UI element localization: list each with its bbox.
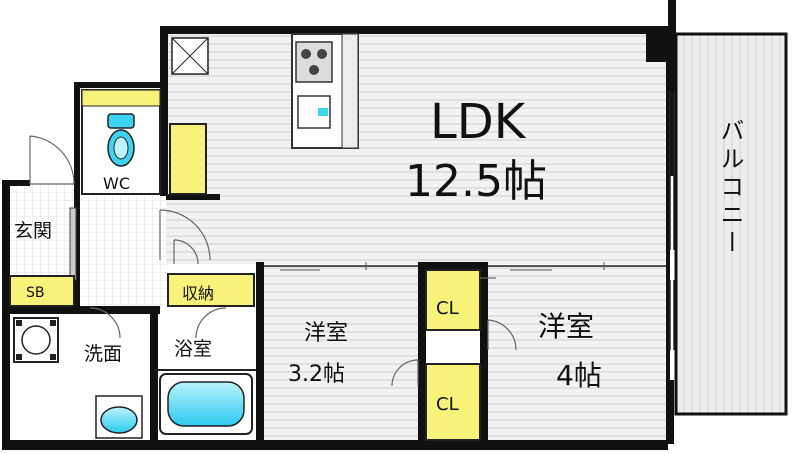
washing-machine-icon xyxy=(13,317,59,363)
ldk-room xyxy=(166,34,666,264)
balcony-label: バルコニー xyxy=(716,118,744,258)
entrance-step xyxy=(69,207,77,281)
western-room-2-floor xyxy=(486,266,666,440)
western-room-2-size-label: 4帖 xyxy=(556,359,602,392)
corridor-doors xyxy=(89,209,227,339)
wc-label: WC xyxy=(103,174,130,193)
toilet-icon xyxy=(107,113,135,167)
stove-icon xyxy=(295,41,333,83)
western-room-1-floor xyxy=(262,266,418,440)
ldk-size-label: 12.5帖 xyxy=(405,156,547,207)
bathroom-label: 浴室 xyxy=(174,338,213,360)
shoe-box-label: SB xyxy=(26,285,45,301)
closet-2 xyxy=(425,363,481,441)
sink-icon xyxy=(297,95,331,129)
entrance-floor xyxy=(10,184,74,280)
walls xyxy=(2,26,676,450)
corridor-floor xyxy=(82,194,166,310)
entrance-door xyxy=(29,135,75,185)
balcony xyxy=(668,0,788,416)
washbasin-icon xyxy=(95,395,143,439)
sliding-doors xyxy=(264,262,666,271)
western-room-1-size-label: 3.2帖 xyxy=(288,362,345,387)
storage-label: 収納 xyxy=(182,284,215,303)
closet-1 xyxy=(425,269,481,331)
entrance-label: 玄関 xyxy=(14,220,53,242)
washroom-label: 洗面 xyxy=(84,343,123,365)
closet-2-label: CL xyxy=(436,394,459,415)
ldk-label: LDK xyxy=(430,94,526,150)
ldk-window xyxy=(669,90,675,350)
western-room-2-label: 洋室 xyxy=(538,310,595,343)
refrigerator-space xyxy=(169,123,207,195)
shoe-box xyxy=(9,275,75,307)
room-doors xyxy=(391,277,517,387)
bathtub-icon xyxy=(159,373,253,435)
ventilation-icon xyxy=(171,37,209,75)
western-room-1-label: 洋室 xyxy=(304,321,349,346)
storage xyxy=(167,273,255,307)
closet-1-label: CL xyxy=(436,298,459,319)
